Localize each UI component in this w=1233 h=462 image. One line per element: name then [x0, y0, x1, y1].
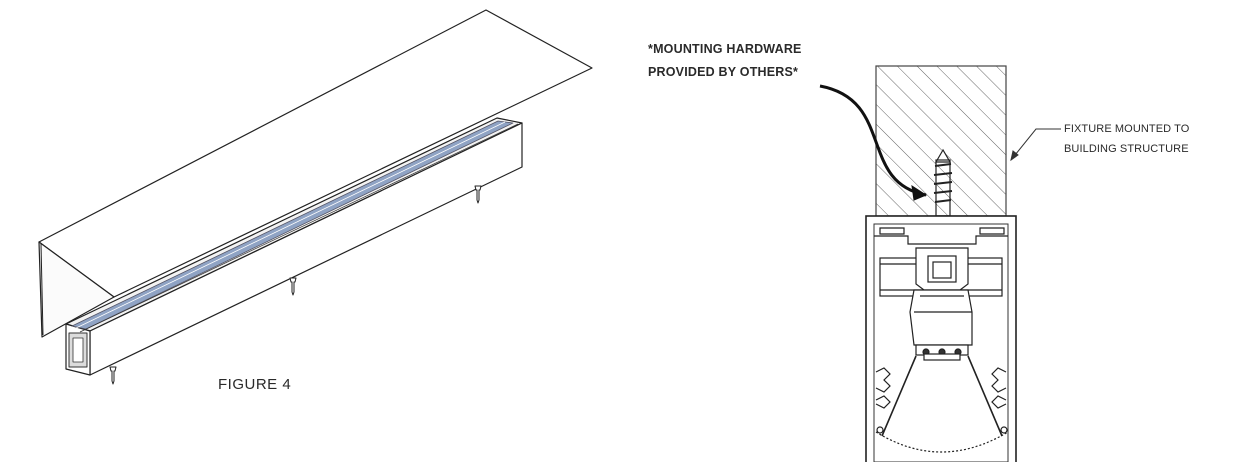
screw-icon [474, 185, 482, 204]
screw-icon [289, 277, 297, 296]
screw-icon [109, 366, 117, 385]
fixture-leader-line [1010, 128, 1061, 162]
fixture-label-line1: FIXTURE MOUNTED TO [1064, 123, 1190, 135]
hardware-callout-line1: *MOUNTING HARDWARE [648, 42, 802, 56]
fixture-label-line2: BUILDING STRUCTURE [1064, 143, 1189, 155]
isometric-fixture-drawing [38, 9, 593, 385]
mounting-plate-side [38, 241, 115, 338]
diffuser-lens [875, 431, 1009, 453]
cross-section-drawing [865, 65, 1017, 462]
hardware-callout-arrow [819, 84, 928, 201]
hardware-callout-line2: PROVIDED BY OTHERS* [648, 65, 799, 79]
building-structure-block [875, 65, 1007, 217]
figure-label: FIGURE 4 [218, 376, 292, 393]
